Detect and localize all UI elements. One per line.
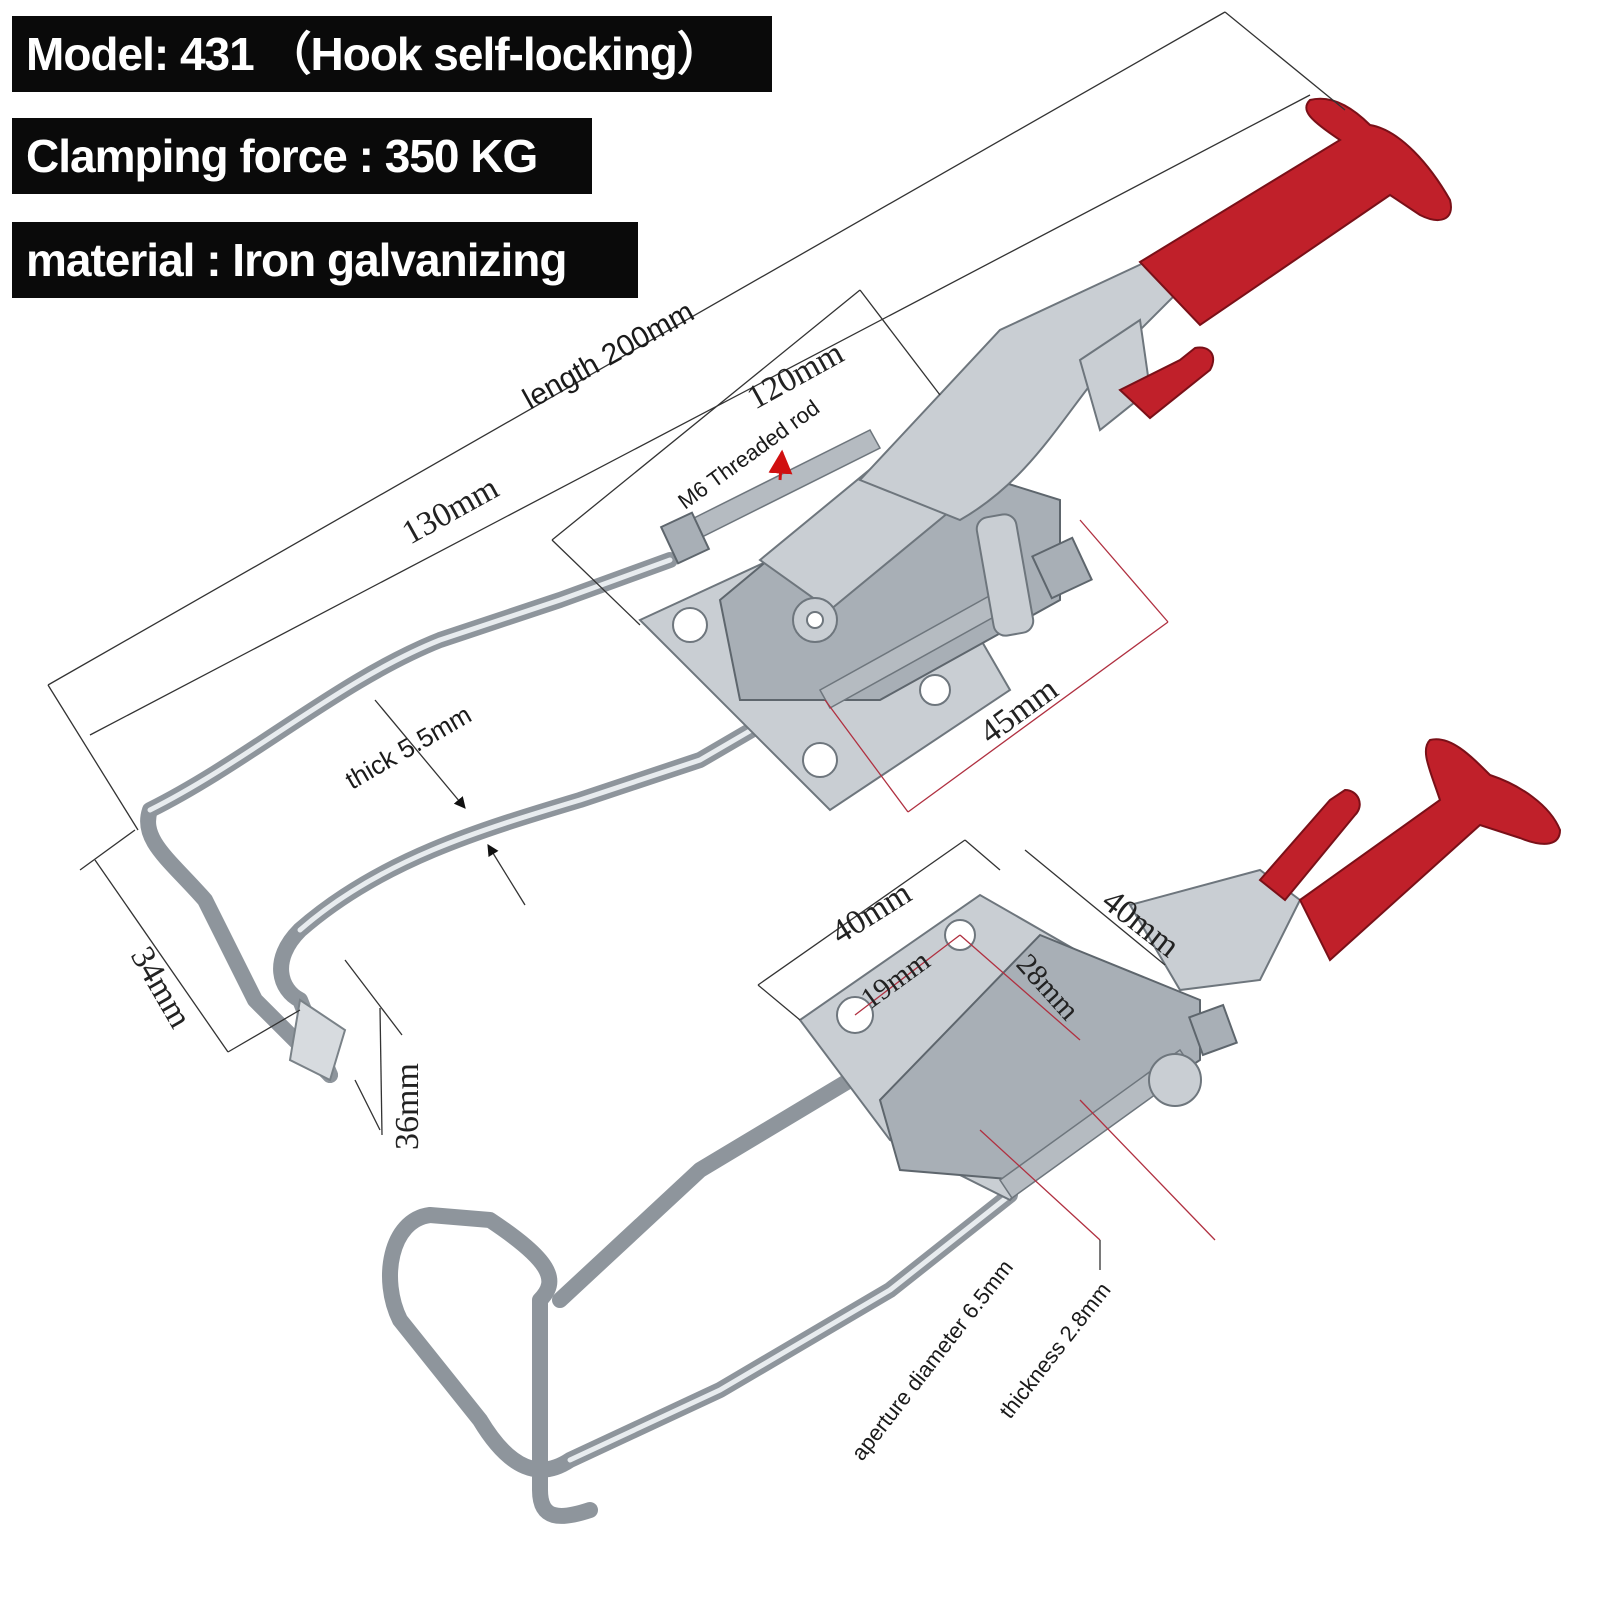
base-40-left-text: 40mm	[825, 874, 918, 951]
upper-wire-loop	[140, 552, 678, 1083]
dimension-text: length 200mm 130mm 120mm M6 Threaded rod…	[123, 295, 1186, 1465]
material-label: material : Iron galvanizing	[12, 222, 638, 298]
upper-secondary-handle-grip	[1118, 346, 1215, 420]
length-200-text: length 200mm	[517, 295, 699, 416]
wire-thick-text: thick 5.5mm	[340, 699, 476, 795]
aperture-text: aperture diameter 6.5mm	[846, 1255, 1018, 1465]
lower-wire-loop	[382, 1187, 1018, 1524]
lower-secondary-handle-grip	[1258, 788, 1361, 902]
upper-main-handle-grip	[1138, 97, 1452, 327]
hook-36-text: 36mm	[389, 1063, 426, 1150]
hook-34-text: 34mm	[123, 941, 198, 1035]
model-label: Model: 431 （Hook self-locking）	[12, 16, 772, 92]
lower-latch	[382, 738, 1562, 1524]
dimension-lines	[47, 11, 1346, 1270]
lower-lever-arm	[1128, 868, 1302, 992]
thickness-text: thickness 2.8mm	[994, 1278, 1115, 1423]
clamping-force-label: Clamping force : 350 KG	[12, 118, 592, 194]
length-130-text: 130mm	[396, 469, 505, 552]
upper-latch	[140, 97, 1452, 1083]
lower-main-handle-grip	[1298, 738, 1562, 962]
lower-latch-body	[878, 933, 1201, 1182]
